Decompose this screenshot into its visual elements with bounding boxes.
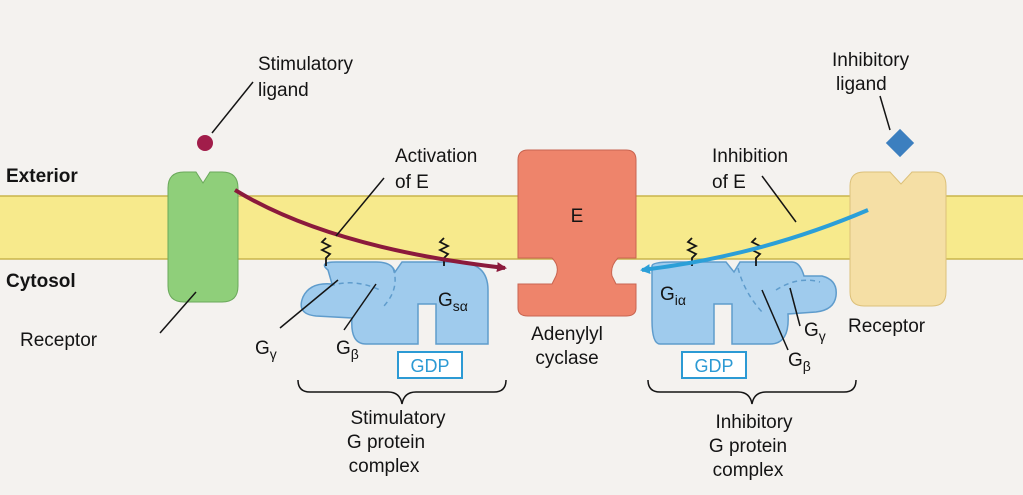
stimulatory-ligand bbox=[197, 135, 213, 151]
inhibitory-g-beta-label: Gβ bbox=[788, 350, 811, 374]
stimulatory-g-gamma-anchor bbox=[319, 237, 333, 266]
inhibitory-ligand-leader bbox=[879, 95, 891, 131]
inhibitory-g-gamma-label: Gγ bbox=[804, 320, 826, 344]
stimulatory-ligand-leader bbox=[211, 81, 254, 134]
exterior-label: Exterior bbox=[6, 166, 78, 187]
adenylyl-cyclase-label-1: Adenylyl bbox=[531, 324, 603, 345]
stimulatory-g-gamma-label: Gγ bbox=[255, 338, 277, 362]
inhibitory-receptor bbox=[849, 171, 947, 307]
stimulatory-g-beta-label: Gβ bbox=[336, 338, 359, 362]
activation-label-2: of E bbox=[395, 172, 429, 193]
stimulatory-gdp-label: GDP bbox=[410, 356, 449, 376]
stimulatory-complex-label-1: Stimulatory bbox=[350, 408, 446, 429]
inhibitory-complex-label-1: Inhibitory bbox=[715, 412, 793, 433]
adenylyl-cyclase bbox=[517, 149, 637, 317]
stimulatory-g-alpha-label: Gsα bbox=[438, 290, 468, 314]
inhibitory-g-alpha-anchor bbox=[685, 237, 699, 266]
inhibitory-complex-label-3: complex bbox=[713, 460, 784, 481]
effector-symbol: E bbox=[571, 206, 584, 227]
activation-arrow bbox=[233, 188, 507, 273]
inhibition-arrow bbox=[640, 208, 869, 275]
cytosol-label: Cytosol bbox=[6, 271, 76, 292]
stimulatory-ligand-label-2: ligand bbox=[258, 80, 309, 101]
stimulatory-g-beta-boundary bbox=[383, 267, 396, 307]
stimulatory-receptor-label: Receptor bbox=[20, 330, 98, 351]
activation-label-1: Activation bbox=[395, 146, 477, 167]
stimulatory-receptor bbox=[167, 171, 239, 303]
inhibition-label-leader bbox=[761, 175, 797, 223]
stimulatory-g-beta-leader bbox=[343, 283, 377, 331]
inhibitory-ligand-label-2: ligand bbox=[836, 74, 887, 95]
inhibitory-ligand-label-1: Inhibitory bbox=[832, 50, 910, 71]
inhibitory-gdp-box bbox=[681, 351, 747, 379]
activation-label-leader bbox=[335, 177, 385, 237]
stimulatory-complex-label-2: G protein bbox=[347, 432, 425, 453]
inhibitory-complex-bracket bbox=[647, 379, 857, 405]
inhibitory-gdp-label: GDP bbox=[694, 356, 733, 376]
stimulatory-complex-label-3: complex bbox=[349, 456, 420, 477]
stimulatory-receptor-leader bbox=[159, 291, 197, 334]
inhibitory-g-gamma-boundary bbox=[775, 279, 821, 291]
adenylyl-cyclase-label-2: cyclase bbox=[535, 348, 598, 369]
inhibitory-g-gamma-leader bbox=[789, 287, 801, 327]
stimulatory-ligand-label-1: Stimulatory bbox=[258, 54, 354, 75]
inhibitory-g-beta-leader bbox=[761, 289, 789, 351]
inhibition-label-1: Inhibition bbox=[712, 146, 788, 167]
inhibitory-complex-label-2: G protein bbox=[709, 436, 787, 457]
stimulatory-gdp-box bbox=[397, 351, 463, 379]
inhibitory-ligand bbox=[885, 128, 915, 158]
inhibition-label-2: of E bbox=[712, 172, 746, 193]
inhibitory-g-beta-boundary bbox=[737, 267, 763, 313]
inhibitory-g-protein bbox=[651, 261, 837, 345]
stimulatory-g-gamma-boundary bbox=[329, 282, 381, 291]
stimulatory-g-gamma-leader bbox=[279, 279, 339, 329]
inhibitory-g-alpha-label: Giα bbox=[660, 284, 686, 308]
inhibitory-receptor-label: Receptor bbox=[848, 316, 926, 337]
stimulatory-complex-bracket bbox=[297, 379, 507, 405]
